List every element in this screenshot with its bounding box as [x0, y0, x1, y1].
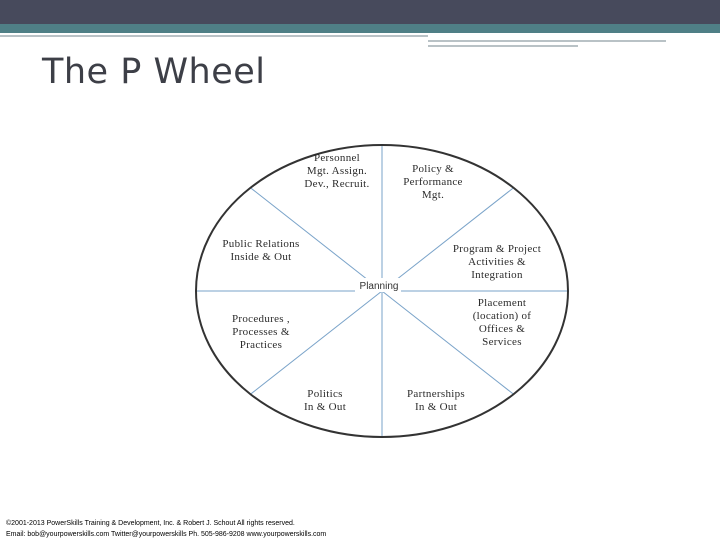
segment-label-line: Activities & [468, 256, 526, 268]
segment-label-line: (location) of [473, 310, 532, 322]
segment-label-line: Practices [240, 339, 282, 351]
segment-label-line: Processes & [232, 326, 290, 338]
footer-contact-line: Email: bob@yourpowerskills.com Twitter@y… [6, 531, 327, 538]
segment-label-line: Personnel [314, 152, 360, 164]
segment-label-line: Dev., Recruit. [304, 178, 369, 190]
segment-label-line: In & Out [415, 401, 457, 413]
segment-label-line: Program & Project [453, 243, 541, 255]
segment-label-line: Partnerships [407, 388, 465, 400]
segment-label-line: Integration [471, 269, 523, 281]
segment-label-line: Inside & Out [230, 251, 291, 263]
accent-line [428, 45, 578, 47]
wheel-outline [195, 144, 569, 438]
segment-label-line: Mgt. [422, 189, 444, 201]
segment-label-line: Politics [307, 388, 342, 400]
footer-copyright-line: ©2001-2013 PowerSkills Training & Develo… [6, 520, 295, 527]
segment-procedures: Procedures ,Processes &Practices [232, 313, 290, 351]
segment-label-line: Public Relations [222, 238, 299, 250]
segment-label-line: Services [482, 336, 522, 348]
segment-label-line: Offices & [479, 323, 525, 335]
top-banner-stripe [0, 24, 720, 33]
segment-label-line: Policy & [412, 163, 454, 175]
top-banner [0, 0, 720, 24]
segment-label-line: In & Out [304, 401, 346, 413]
copyright-footer: ©2001-2013 PowerSkills Training & Develo… [6, 518, 326, 540]
slide-title: The P Wheel [42, 52, 266, 92]
segment-label-line: Mgt. Assign. [307, 165, 367, 177]
center-label: Planning [360, 281, 399, 292]
accent-line [428, 40, 666, 42]
center-label-background [355, 278, 401, 292]
segment-label-line: Placement [478, 297, 527, 309]
accent-line [0, 35, 428, 37]
segment-label-line: Procedures , [232, 313, 290, 325]
segment-label-line: Performance [403, 176, 463, 188]
